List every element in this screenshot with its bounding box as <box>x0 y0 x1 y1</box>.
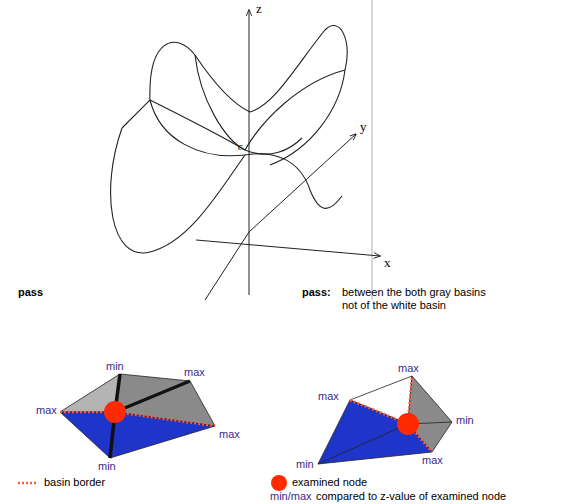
pass-diagram-right <box>318 376 452 464</box>
basin-border-sample <box>18 482 38 485</box>
extremum-label: min <box>98 460 116 473</box>
extremum-label: min <box>456 414 474 427</box>
pass-diagram-left <box>60 374 215 458</box>
legend-key: min/max <box>270 490 312 503</box>
axes <box>196 10 380 300</box>
axis-label: y <box>360 120 367 133</box>
extremum-label: min <box>296 458 314 471</box>
legend-text: examined node <box>292 476 367 489</box>
legend-text: basin border <box>44 476 105 489</box>
axis-label: z <box>256 2 262 15</box>
note: not of the white basin <box>342 299 446 312</box>
extremum-label: max <box>422 454 443 467</box>
extremum-label: max <box>398 362 419 375</box>
extremum-label: min <box>106 360 124 373</box>
examined-node-sample <box>271 475 287 491</box>
point-label: c <box>238 140 242 153</box>
extremum-label: max <box>184 366 205 379</box>
extremum-label: max <box>36 404 57 417</box>
axis-label: x <box>384 256 391 269</box>
heading: pass <box>18 286 43 299</box>
note: between the both gray basins <box>342 286 486 299</box>
extremum-label: max <box>318 390 339 403</box>
saddle-surface <box>111 26 347 253</box>
extremum-label: max <box>219 428 240 441</box>
legend-note: compared to z-value of examined node <box>316 490 506 503</box>
heading: pass: <box>302 286 331 299</box>
